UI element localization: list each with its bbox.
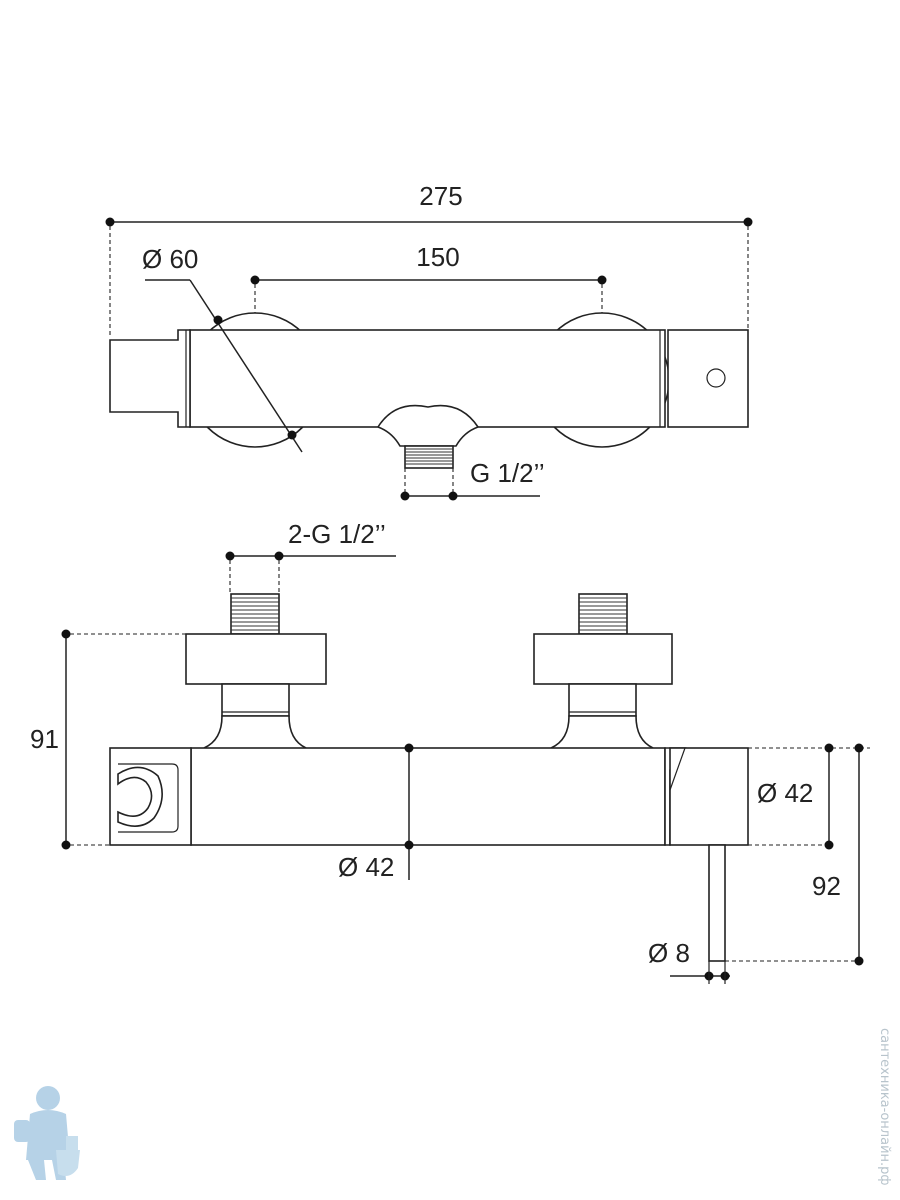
dim-label-outlet: G 1/2’’ (470, 458, 545, 488)
dim-point (404, 743, 414, 753)
dim-point (400, 491, 410, 501)
leader-60-diagonal (189, 279, 303, 453)
front-view: 2-G 1/2’’ (30, 519, 870, 984)
outlet-thread-lines (405, 448, 453, 465)
dim-label-42-right: Ø 42 (757, 778, 813, 808)
dim-label-150: 150 (416, 242, 459, 272)
dim-point (824, 840, 834, 850)
pin (708, 844, 726, 962)
dim-label-275: 275 (419, 181, 462, 211)
dim-point (287, 430, 297, 440)
left-inlet-thread-lines (231, 597, 279, 631)
outlet-bump (377, 404, 479, 428)
dim-point (274, 551, 284, 561)
right-inlet-thread-lines (579, 597, 627, 631)
dim-label-8: Ø 8 (648, 938, 690, 968)
knob-hole (706, 368, 726, 388)
left-nut (221, 683, 290, 717)
dim-point (597, 275, 607, 285)
dim-label-91: 91 (30, 724, 59, 754)
dim-point (854, 956, 864, 966)
dim-point (61, 629, 71, 639)
watermark: сантехника-онлайн.рф (877, 1028, 892, 1186)
dim-point (824, 743, 834, 753)
shower-holder (109, 747, 192, 846)
dim-point (105, 217, 115, 227)
dim-label-42-center: Ø 42 (338, 852, 394, 882)
right-nut (568, 683, 637, 717)
outlet-neck (377, 426, 479, 447)
top-view: 275 150 (105, 181, 753, 501)
left-flange-front (185, 633, 327, 685)
hose-clip (117, 766, 163, 827)
dim-point (448, 491, 458, 501)
dim-point (854, 743, 864, 753)
dim-label-60: Ø 60 (142, 244, 198, 274)
knob-bevel-line (669, 747, 686, 791)
right-knob-front (669, 747, 749, 846)
left-neck (203, 715, 307, 749)
right-flange-front (533, 633, 673, 685)
dim-point (743, 217, 753, 227)
dim-point (61, 840, 71, 850)
left-holder-top (109, 329, 191, 428)
holder-inner (118, 763, 179, 833)
right-knob-top (667, 329, 749, 428)
plumber-logo (14, 1086, 80, 1180)
dim-point (250, 275, 260, 285)
right-neck (550, 715, 654, 749)
dim-label-inlets: 2-G 1/2’’ (288, 519, 386, 549)
dim-point (225, 551, 235, 561)
dim-point (404, 840, 414, 850)
dim-point (213, 315, 223, 325)
dim-label-92: 92 (812, 871, 841, 901)
main-body-front (190, 747, 666, 846)
